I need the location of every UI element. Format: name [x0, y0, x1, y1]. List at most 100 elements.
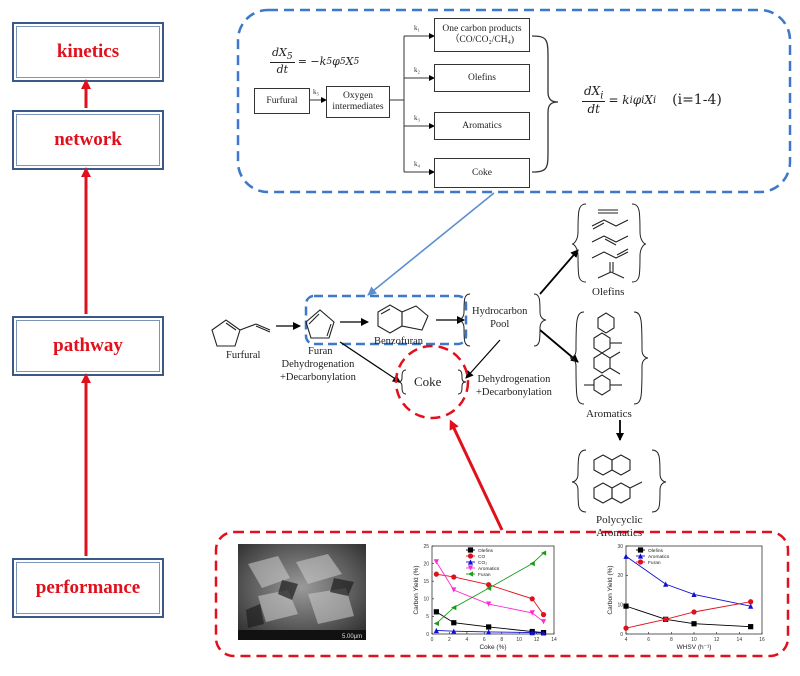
y-tick-label: 30 — [617, 544, 623, 550]
pathway-furan-label: Furan — [308, 346, 333, 357]
data-point — [451, 628, 457, 634]
pathway-benzofuran-label: Benzofuran — [374, 336, 423, 347]
y-axis-label: Carbon Yield (%) — [413, 565, 420, 614]
data-point — [623, 625, 629, 631]
kinetics-box: kinetics — [12, 22, 164, 82]
pool-to-aromatics-arrow — [539, 329, 579, 363]
data-point — [486, 601, 492, 607]
data-point — [663, 616, 669, 622]
kinetics-label: kinetics — [56, 41, 120, 62]
olefins-group-label: Olefins — [592, 286, 625, 298]
data-point — [691, 621, 697, 627]
series-furan — [623, 599, 754, 631]
legend-marker — [637, 559, 644, 565]
performance-label: performance — [35, 577, 141, 598]
sem-micrograph: 5.00μm — [238, 544, 366, 640]
y-tick-label: 15 — [423, 579, 429, 585]
aromatic-structures — [584, 312, 622, 396]
data-point — [691, 591, 697, 597]
dehydro-right-label: Dehydrogenation +Decarbonylation — [476, 374, 552, 398]
pool-to-olefins-arrow — [539, 249, 579, 295]
polycyclic-group-label: Polycyclic Aromatics — [596, 514, 643, 539]
x-tick-label: 10 — [516, 637, 522, 643]
series-aromatics — [623, 553, 754, 609]
data-point — [433, 559, 439, 565]
plot-frame — [431, 545, 555, 635]
data-point — [663, 581, 669, 587]
data-point — [623, 603, 629, 609]
data-point — [451, 587, 457, 593]
data-point — [529, 596, 535, 602]
y-tick-label: 10 — [617, 602, 623, 608]
data-point — [451, 574, 457, 580]
furan-molecule — [305, 309, 335, 339]
x-tick-label: 14 — [551, 637, 557, 643]
y-tick-label: 0 — [620, 632, 623, 638]
legend-marker — [467, 565, 474, 571]
y-axis-label: Carbon Yield (%) — [607, 565, 614, 614]
legend-label: CO — [478, 554, 485, 560]
data-point — [540, 550, 547, 556]
network-label: network — [54, 129, 122, 150]
network-furfural-box: Furfural — [254, 88, 310, 114]
data-point — [623, 553, 629, 559]
legend-marker — [467, 553, 474, 559]
series-aromatics — [433, 559, 547, 625]
legend-marker — [467, 547, 474, 553]
x-tick-label: 0 — [431, 637, 434, 643]
y-tick-label: 20 — [423, 561, 429, 567]
series-co- — [433, 627, 547, 636]
y-tick-label: 5 — [426, 614, 429, 620]
aromatics-group-label: Aromatics — [586, 408, 632, 420]
one-carbon-products-box: One carbon products （CO/CO₂/CH₄) — [434, 18, 530, 52]
y-tick-label: 20 — [617, 573, 623, 579]
data-point — [433, 609, 439, 615]
x-tick-label: 12 — [714, 637, 720, 643]
data-point — [748, 599, 754, 605]
data-point — [691, 609, 697, 615]
data-point — [529, 561, 535, 567]
data-point — [529, 610, 535, 616]
pool-to-coke-arrow — [465, 339, 501, 379]
pathway-label: pathway — [53, 335, 123, 356]
data-point — [486, 629, 492, 635]
legend-label: Olefins — [478, 548, 494, 554]
legend-label: CO₂ — [478, 560, 487, 566]
furfural-molecule — [211, 319, 271, 347]
legend-marker — [467, 559, 474, 565]
data-point — [433, 627, 439, 634]
k5-label: k₅ — [313, 88, 319, 96]
data-point — [486, 582, 492, 588]
network-brace — [531, 35, 559, 173]
data-point — [433, 620, 439, 627]
legend-label: Olefins — [648, 548, 664, 554]
legend-marker — [637, 553, 644, 559]
hydrocarbon-pool-label: Hydrocarbon Pool — [472, 306, 528, 330]
y-tick-label: 10 — [423, 597, 429, 603]
data-point — [486, 624, 492, 630]
x-axis-label: Coke (%) — [479, 644, 506, 651]
dehydro-left-label: Dehydrogenation +Decarbonylation — [280, 359, 356, 383]
pathway-coke-label: Coke — [414, 374, 442, 389]
data-point — [486, 585, 492, 591]
data-point — [748, 624, 754, 630]
plot-frame — [625, 545, 763, 635]
x-tick-label: 8 — [500, 637, 503, 643]
data-point — [433, 571, 439, 577]
oxygen-intermediates-box: Oxygen intermediates — [326, 86, 390, 118]
performance-to-coke-arrow — [449, 419, 504, 531]
series-line — [625, 601, 751, 629]
x-tick-label: 16 — [759, 637, 765, 643]
k1-label: k₁ — [414, 24, 420, 32]
data-point — [451, 620, 457, 626]
x-tick-label: 4 — [625, 637, 628, 643]
data-point — [540, 630, 547, 636]
x-tick-label: 2 — [448, 637, 451, 643]
legend-label: Aromatics — [648, 554, 670, 560]
series-co — [433, 571, 547, 618]
series-line — [625, 555, 751, 607]
